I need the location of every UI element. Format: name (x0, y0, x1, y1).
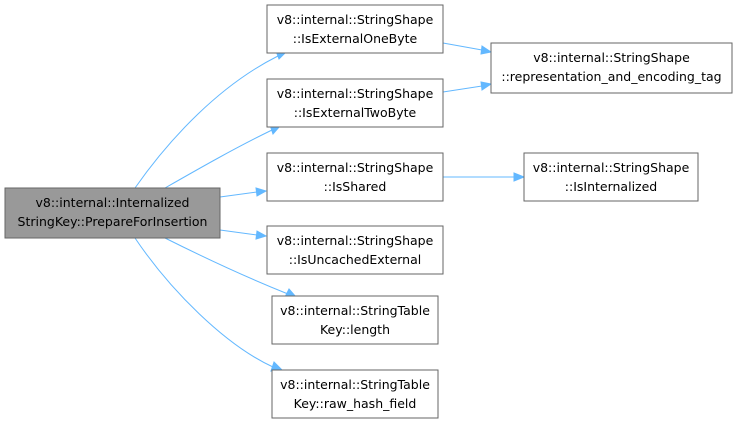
edge-root-to-length (164, 237, 289, 295)
edge-root-to-raw-hash-field (134, 237, 274, 368)
node-is-external-two-byte-line2: ::IsExternalTwoByte (294, 105, 417, 120)
node-is-shared-line1: v8::internal::StringShape (277, 160, 434, 175)
edge-root-to-is-uncached-external (219, 229, 258, 236)
node-is-uncached-external-line2: ::IsUncachedExternal (289, 252, 422, 267)
edge-is-external-one-byte-to-repr-tag-arrow (480, 45, 493, 55)
node-raw-hash-field-line2: Key::raw_hash_field (294, 396, 417, 411)
node-is-internalized[interactable]: v8::internal::StringShape ::IsInternaliz… (523, 152, 699, 202)
node-repr-tag-line1: v8::internal::StringShape (533, 50, 690, 65)
node-string-table-key-length[interactable]: v8::internal::StringTable Key::length (271, 295, 439, 345)
node-is-uncached-external-line1: v8::internal::StringShape (277, 233, 434, 248)
node-is-external-two-byte[interactable]: v8::internal::StringShape ::IsExternalTw… (266, 78, 444, 128)
node-repr-tag-line2: ::representation_and_encoding_tag (501, 69, 721, 84)
node-is-shared[interactable]: v8::internal::StringShape ::IsShared (266, 152, 444, 202)
edge-root-to-is-external-two-byte (164, 129, 273, 189)
edge-is-external-one-byte-to-repr-tag (442, 42, 483, 51)
node-string-table-key-raw-hash-field[interactable]: v8::internal::StringTable Key::raw_hash_… (271, 369, 439, 419)
node-root-prepare-for-insertion[interactable]: v8::internal::Internalized StringKey::Pr… (4, 187, 221, 239)
node-root-line1: v8::internal::Internalized (36, 195, 190, 210)
edge-root-to-is-external-one-byte (134, 55, 279, 189)
nodes: v8::internal::Internalized StringKey::Pr… (4, 4, 733, 419)
node-is-external-one-byte-line1: v8::internal::StringShape (277, 12, 434, 27)
node-is-external-one-byte-line2: ::IsExternalOneByte (293, 31, 418, 46)
node-length-line2: Key::length (320, 322, 390, 337)
edge-root-to-is-shared (219, 191, 258, 198)
node-is-uncached-external[interactable]: v8::internal::StringShape ::IsUncachedEx… (266, 225, 444, 275)
node-is-external-two-byte-line1: v8::internal::StringShape (277, 86, 434, 101)
node-is-internalized-line2: ::IsInternalized (565, 179, 657, 194)
node-root-line2: StringKey::PrepareForInsertion (18, 214, 208, 229)
edge-root-to-is-uncached-external-arrow (255, 230, 268, 240)
edge-is-external-two-byte-to-repr-tag-arrow (480, 81, 493, 91)
edge-is-shared-to-is-internalized-arrow (513, 172, 526, 182)
node-is-shared-line2: ::IsShared (324, 179, 387, 194)
node-length-line1: v8::internal::StringTable (280, 303, 430, 318)
node-representation-and-encoding-tag[interactable]: v8::internal::StringShape ::representati… (490, 42, 733, 94)
node-is-internalized-line1: v8::internal::StringShape (533, 160, 690, 175)
edge-root-to-is-shared-arrow (255, 187, 268, 197)
node-raw-hash-field-line1: v8::internal::StringTable (280, 377, 430, 392)
node-is-external-one-byte[interactable]: v8::internal::StringShape ::IsExternalOn… (266, 4, 444, 54)
edge-is-external-two-byte-to-repr-tag (442, 85, 483, 93)
